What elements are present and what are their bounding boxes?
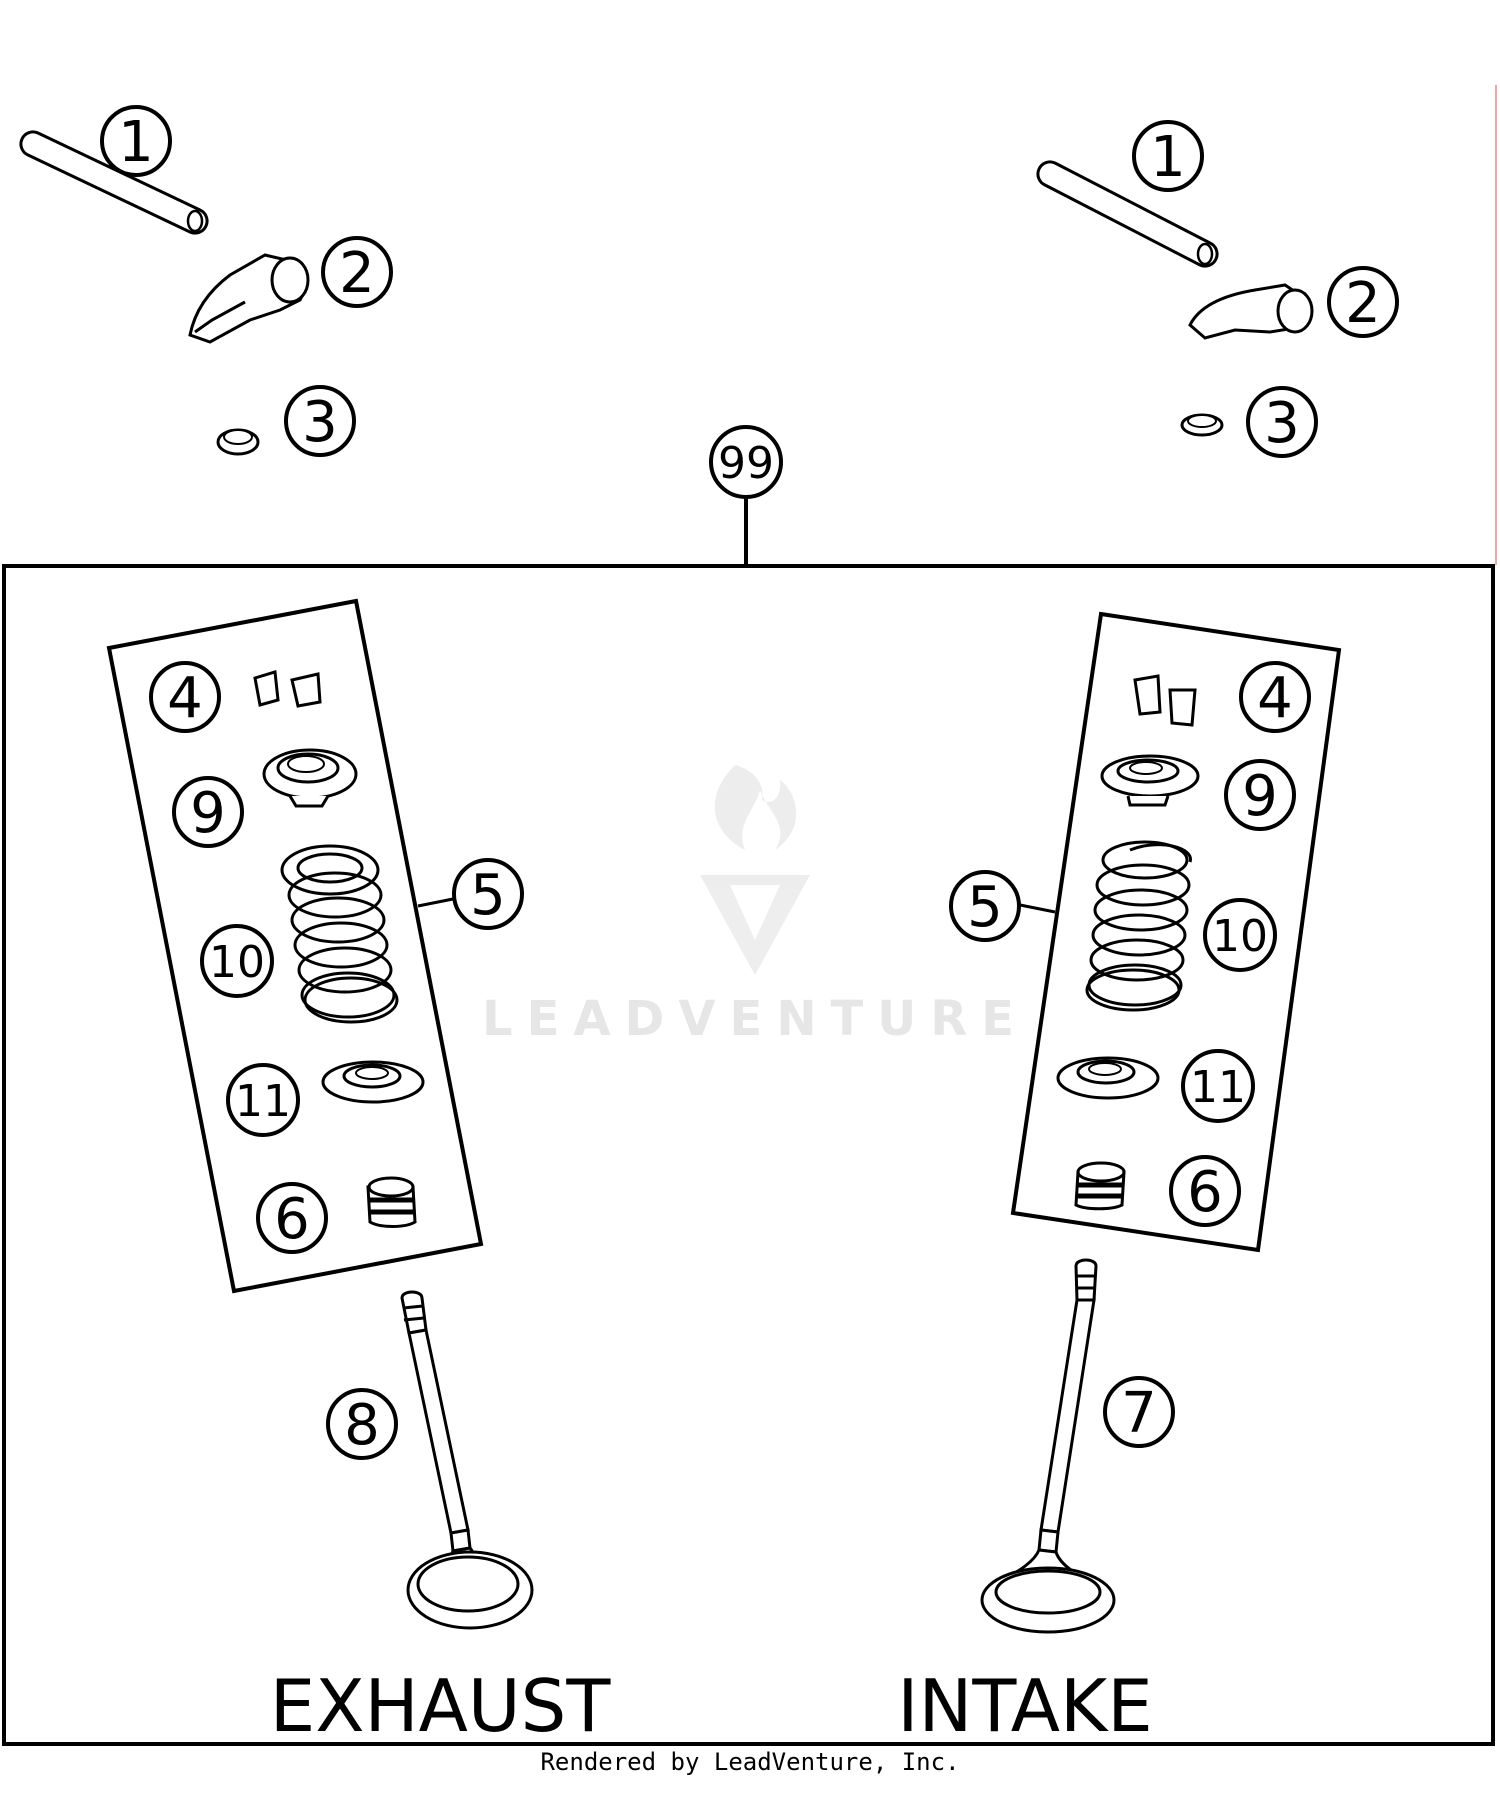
valve-stem-seal-exhaust xyxy=(366,1176,417,1228)
valve-stem-seal-intake xyxy=(1074,1161,1126,1211)
valve-keepers-exhaust xyxy=(253,670,322,708)
callout-9-intake: 9 xyxy=(1224,759,1296,831)
svg-text:2: 2 xyxy=(339,241,375,306)
callout-4-exhaust: 4 xyxy=(149,661,221,733)
callout-5-exhaust: 5 xyxy=(452,858,524,930)
svg-text:6: 6 xyxy=(1187,1160,1223,1225)
svg-text:8: 8 xyxy=(344,1393,380,1458)
callout-2-exhaust: 2 xyxy=(321,236,393,308)
callout-1-intake: 1 xyxy=(1132,120,1204,192)
rocker-arm-intake xyxy=(1188,283,1314,340)
rocker-pin-exhaust xyxy=(19,130,209,235)
callout-10-exhaust: 10 xyxy=(200,924,274,998)
svg-text:9: 9 xyxy=(190,781,226,846)
callout-3-exhaust: 3 xyxy=(284,385,356,457)
exhaust-label: EXHAUST xyxy=(270,1664,612,1748)
svg-text:1: 1 xyxy=(1150,125,1186,190)
callout-2-intake: 2 xyxy=(1327,266,1399,338)
svg-text:3: 3 xyxy=(1264,391,1300,456)
callout-6-intake: 6 xyxy=(1169,1155,1241,1227)
svg-text:7: 7 xyxy=(1121,1381,1157,1446)
intake-valve xyxy=(980,1258,1116,1634)
callout-6-exhaust: 6 xyxy=(256,1182,328,1254)
watermark-logo xyxy=(700,765,810,975)
rocker-arm-exhaust xyxy=(188,253,310,344)
intake-spring-kit-panel xyxy=(1010,611,1342,1253)
svg-text:5: 5 xyxy=(967,875,1003,940)
svg-text:4: 4 xyxy=(1257,666,1293,731)
callout-10-intake: 10 xyxy=(1203,898,1277,972)
spring-seat-intake xyxy=(1056,1056,1160,1100)
shim-exhaust xyxy=(216,428,260,456)
callout-99: 99 xyxy=(709,425,783,499)
valve-spring-exhaust xyxy=(280,844,399,1024)
callout-1-exhaust: 1 xyxy=(100,105,172,177)
valve-spring-intake xyxy=(1085,840,1192,1012)
exhaust-valve xyxy=(400,1290,534,1630)
callout-9-exhaust: 9 xyxy=(172,776,244,848)
svg-text:4: 4 xyxy=(167,666,203,731)
callout-5-intake: 5 xyxy=(949,870,1021,942)
watermark-text: LEADVENTURE xyxy=(482,991,1028,1047)
leader-5-intake xyxy=(1014,902,1056,914)
footer-credit: Rendered by LeadVenture, Inc. xyxy=(540,1748,960,1776)
callout-11-exhaust: 11 xyxy=(226,1063,300,1137)
rocker-pin-intake xyxy=(1036,160,1219,268)
callout-7: 7 xyxy=(1103,1376,1175,1448)
callout-8: 8 xyxy=(326,1388,398,1460)
callout-11-intake: 11 xyxy=(1181,1049,1255,1123)
svg-text:3: 3 xyxy=(302,390,338,455)
callout-4-intake: 4 xyxy=(1239,661,1311,733)
spring-retainer-intake xyxy=(1100,754,1200,807)
callout-3-intake: 3 xyxy=(1246,386,1318,458)
svg-text:10: 10 xyxy=(1212,911,1268,962)
spring-retainer-exhaust xyxy=(262,748,358,808)
svg-text:10: 10 xyxy=(209,937,265,988)
valve-keepers-intake xyxy=(1133,674,1197,727)
exhaust-spring-kit-panel xyxy=(106,598,484,1294)
shim-intake xyxy=(1180,413,1224,437)
svg-text:5: 5 xyxy=(470,863,506,928)
spring-seat-exhaust xyxy=(321,1060,425,1104)
leader-5-exhaust xyxy=(417,897,454,908)
svg-text:11: 11 xyxy=(1190,1062,1246,1113)
svg-text:6: 6 xyxy=(274,1187,310,1252)
svg-text:9: 9 xyxy=(1242,764,1278,829)
svg-text:2: 2 xyxy=(1345,271,1381,336)
intake-label: INTAKE xyxy=(897,1664,1152,1748)
svg-text:99: 99 xyxy=(718,438,774,489)
svg-text:1: 1 xyxy=(118,110,154,175)
valve-kit-frame xyxy=(2,564,1495,1746)
svg-text:11: 11 xyxy=(235,1076,291,1127)
